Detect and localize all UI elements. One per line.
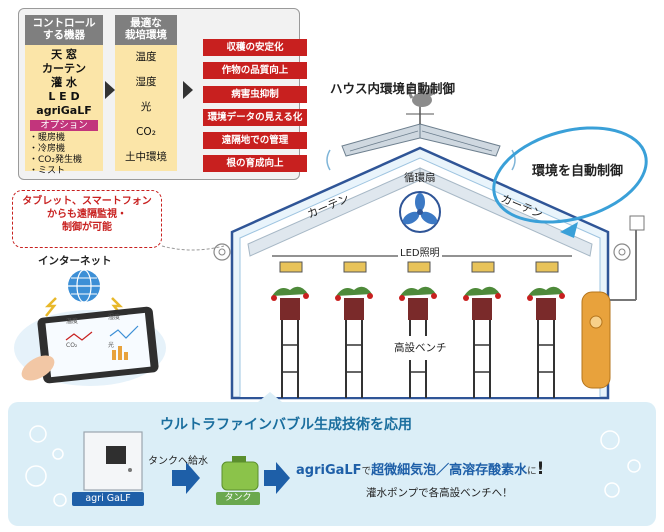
environment-column-header: 最適な 栽培環境 (115, 15, 177, 45)
device-item: L E D (48, 90, 80, 103)
remote-text-line: 制御が可能 (62, 222, 112, 233)
agri-galf-device-icon (83, 431, 143, 491)
effect-item: 環境データの見える化 (203, 108, 307, 126)
option-item: ・暖房機 (29, 133, 66, 143)
option-item: ・冷房機 (29, 144, 66, 154)
effect-item: 作物の品質向上 (203, 62, 307, 80)
airflow-left-icon (326, 149, 331, 171)
environment-item: 湿度 (135, 76, 157, 88)
option-label: オプション (30, 120, 98, 131)
environment-column: 最適な 栽培環境 温度 湿度 光 CO₂ 土中環境 (115, 15, 177, 173)
environment-item: 土中環境 (125, 151, 167, 163)
greenhouse (230, 146, 610, 400)
option-item: ・ミスト (29, 166, 66, 176)
promo-line: agriGaLFで超微細気泡／高溶存酸素水に! (296, 459, 544, 479)
device-header-line-2: する機器 (43, 29, 85, 41)
flow-arrow-1-icon (172, 462, 200, 494)
control-info-box: コントロール する機器 天 窓 カーテン 灌 水 L E D agriGaLF … (18, 8, 307, 180)
curtain-roll-left-icon (213, 243, 231, 261)
effects-list: 収穫の安定化 作物の品質向上 病害虫抑制 環境データの見える化 遠隔地での管理 … (203, 39, 307, 179)
tablet-label: 湿度 (108, 314, 121, 321)
weathervane-rooster-icon (406, 82, 434, 124)
device-item: カーテン (42, 62, 86, 75)
pump-label: 灌水ポンプで各高設ベンチへ！ (366, 487, 513, 499)
tablet-label: 温度 (66, 318, 79, 325)
device-header-line-1: コントロール (32, 17, 96, 29)
bench-4 (463, 286, 501, 398)
auto-control-ring (492, 126, 648, 224)
auto-control-arrow-icon (560, 222, 578, 238)
effect-item: 遠隔地での管理 (203, 132, 307, 150)
environment-column-body: 温度 湿度 光 CO₂ 土中環境 (115, 45, 177, 171)
roof-vent-right (419, 123, 501, 157)
airflow-right-icon (511, 149, 516, 171)
environment-item: 光 (140, 101, 152, 113)
tablet-label: 光 (108, 342, 115, 349)
globe-icon (68, 269, 100, 303)
house-title: ハウス内環境自動制御 (330, 81, 456, 96)
effect-item: 根の育成向上 (203, 155, 307, 173)
signal-left-icon (44, 297, 57, 317)
promo-de: で (361, 466, 372, 477)
arrow-right-icon (105, 81, 115, 99)
internet-label: インターネット (38, 255, 112, 267)
arrow-right-icon (183, 81, 193, 99)
remote-bubble: タブレット、スマートフォン からも遠隔監視・ 制御が可能 (12, 190, 162, 248)
led-label: LED照明 (398, 244, 442, 259)
device-item: 天 窓 (51, 48, 77, 61)
bench-3 (399, 286, 437, 398)
bench-label: 高設ベンチ (392, 340, 449, 355)
flow-arrow-2-icon (264, 462, 290, 494)
fan-label: 循環扇 (404, 172, 436, 184)
panel-pointer (258, 392, 282, 402)
device-item: 灌 水 (51, 76, 77, 89)
device-column: コントロール する機器 天 窓 カーテン 灌 水 L E D agriGaLF … (25, 15, 103, 176)
auto-control-label: 環境を自動制御 (532, 164, 624, 179)
remote-text-line: タブレット、スマートフォン (22, 196, 152, 207)
curtain-roll-right-icon (613, 243, 631, 261)
device-label: agri GaLF (72, 492, 144, 506)
environment-header-line-2: 栽培環境 (125, 29, 167, 41)
roof-vent-left (341, 123, 421, 157)
device-column-body: 天 窓 カーテン 灌 水 L E D agriGaLF オプション ・暖房機 ・… (25, 45, 103, 176)
promo-bang: ! (536, 459, 545, 479)
bench-2 (335, 286, 373, 398)
option-item: ・CO₂発生機 (29, 155, 82, 165)
tank-label: タンク (216, 492, 260, 505)
tablet-label: CO₂ (66, 342, 78, 349)
remote-text-line: からも遠隔監視・ (47, 209, 127, 220)
environment-item: 温度 (135, 51, 157, 63)
bubbles-icon (25, 425, 641, 507)
effect-item: 病害虫抑制 (203, 85, 307, 103)
environment-header-line-1: 最適な (130, 17, 162, 29)
tablet-icon (14, 306, 166, 386)
bottom-title: ウルトラファインバブル生成技術を応用 (160, 417, 412, 433)
promo-main: 超微細気泡／高溶存酸素水 (371, 463, 528, 478)
device-column-header: コントロール する機器 (25, 15, 103, 45)
environment-item: CO₂ (136, 126, 156, 138)
device-item: agriGaLF (36, 104, 92, 117)
water-tank-icon (221, 456, 259, 491)
circulation-fan-icon (399, 191, 441, 233)
promo-ni: に (527, 466, 537, 477)
bubble-leader (161, 245, 225, 251)
agri-galf-unit-icon (581, 215, 645, 389)
bench-5 (527, 286, 565, 398)
bench-1 (271, 286, 309, 398)
tank-feed-label: タンクへ給水 (148, 456, 208, 467)
promo-brand: agriGaLF (296, 463, 362, 478)
led-lamp-icon (279, 261, 559, 273)
effect-item: 収穫の安定化 (203, 39, 307, 56)
